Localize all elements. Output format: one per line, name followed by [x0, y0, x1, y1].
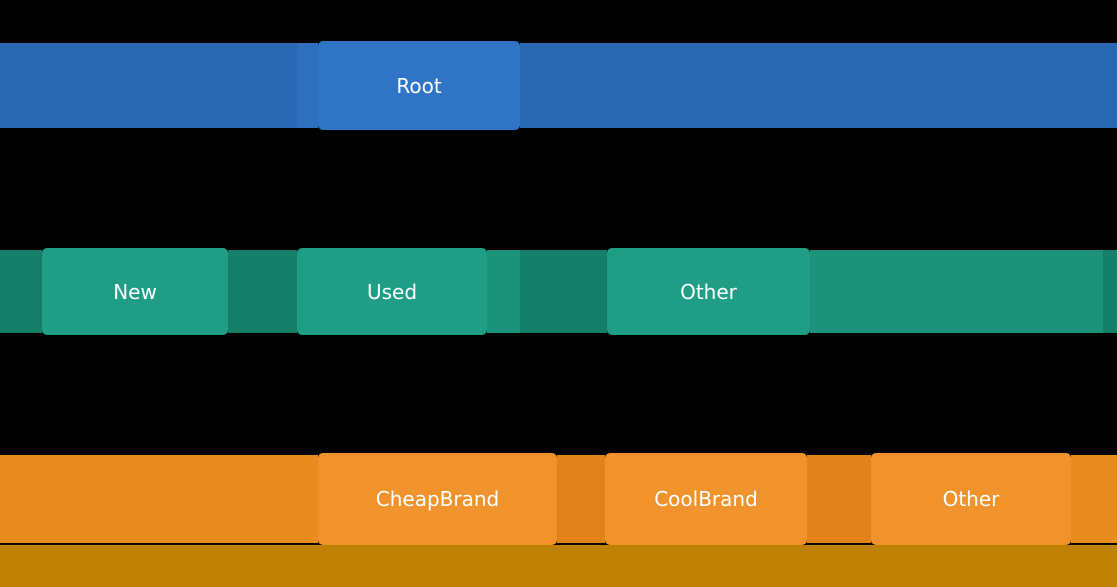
- icicle-segment-level-2: [0, 250, 42, 333]
- tile-label: Used: [366, 279, 418, 304]
- tile-label: New: [113, 279, 157, 304]
- icicle-segment-level-1: [520, 43, 1117, 128]
- icicle-segment-level-3: [557, 455, 605, 543]
- icicle-segment-level-1: [0, 43, 298, 128]
- tile-label: CheapBrand: [375, 487, 500, 511]
- icicle-segment-level-1: [298, 43, 318, 128]
- icicle-segment-level-4-partial: [0, 545, 1117, 587]
- tile-label: Root: [396, 73, 442, 98]
- icicle-segment-level-2: [1103, 250, 1117, 333]
- icicle-segment-level-3: [0, 455, 318, 543]
- tile-label: Other: [942, 487, 1000, 511]
- tile-label: Other: [680, 279, 737, 304]
- icicle-segment-level-2: [520, 250, 607, 333]
- icicle-segment-level-2: [228, 250, 297, 333]
- icicle-tile-coolbrand[interactable]: CoolBrand: [605, 453, 807, 545]
- icicle-tile-used[interactable]: Used: [297, 248, 487, 335]
- tile-label: CoolBrand: [654, 487, 758, 511]
- icicle-tile-root[interactable]: Root: [318, 41, 520, 130]
- icicle-segment-level-3: [807, 455, 871, 543]
- icicle-tile-new[interactable]: New: [42, 248, 228, 335]
- icicle-segment-level-2: [487, 250, 520, 333]
- icicle-segment-level-2: [810, 250, 1103, 333]
- icicle-segment-level-3: [1071, 455, 1117, 543]
- icicle-tile-other[interactable]: Other: [607, 248, 810, 335]
- icicle-tile-cheapbrand[interactable]: CheapBrand: [318, 453, 557, 545]
- icicle-tile-other[interactable]: Other: [871, 453, 1071, 545]
